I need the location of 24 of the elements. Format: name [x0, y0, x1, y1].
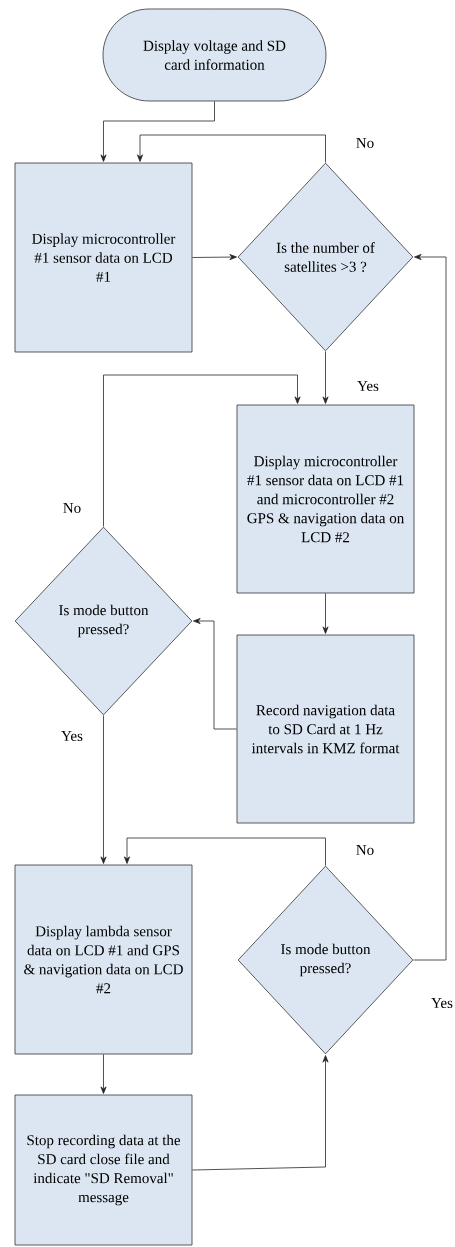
arrow — [100, 101, 215, 162]
process-box: Display microcontroller #1 sensor data on LCD #1 and microcontroller #2 GPS & navigation data on LCD #2 — [236, 404, 415, 594]
edge-label: No — [354, 844, 376, 856]
arrow — [100, 1054, 107, 1094]
start-terminal: Display voltage and SD card information — [102, 8, 327, 102]
process-box: Record navigation data to SD Card at 1 Hz intervals in KMZ format — [236, 634, 415, 824]
edge-label: No — [354, 137, 376, 149]
process-box: Display lambda sensor data on LCD #1 and GPS & navigation data on LCD #2 — [14, 864, 193, 1055]
process-box: Display microcontroller #1 sensor data on LCD #1 — [14, 162, 193, 353]
arrow — [192, 254, 237, 261]
edge-label: Yes — [356, 380, 380, 392]
arrow — [192, 1055, 329, 1171]
arrow — [413, 254, 447, 961]
arrow — [103, 374, 301, 527]
arrow — [193, 618, 237, 730]
arrow — [124, 837, 326, 866]
arrow — [100, 715, 107, 864]
arrow — [322, 351, 329, 404]
arrow — [137, 134, 326, 163]
arrow — [322, 593, 329, 634]
edge-label: No — [61, 502, 83, 514]
edge-label: Yes — [430, 997, 454, 1009]
edge-label: Yes — [60, 730, 84, 742]
process-box: Stop recording data at the SD card close file and indicate "SD Removal" message — [14, 1094, 193, 1246]
